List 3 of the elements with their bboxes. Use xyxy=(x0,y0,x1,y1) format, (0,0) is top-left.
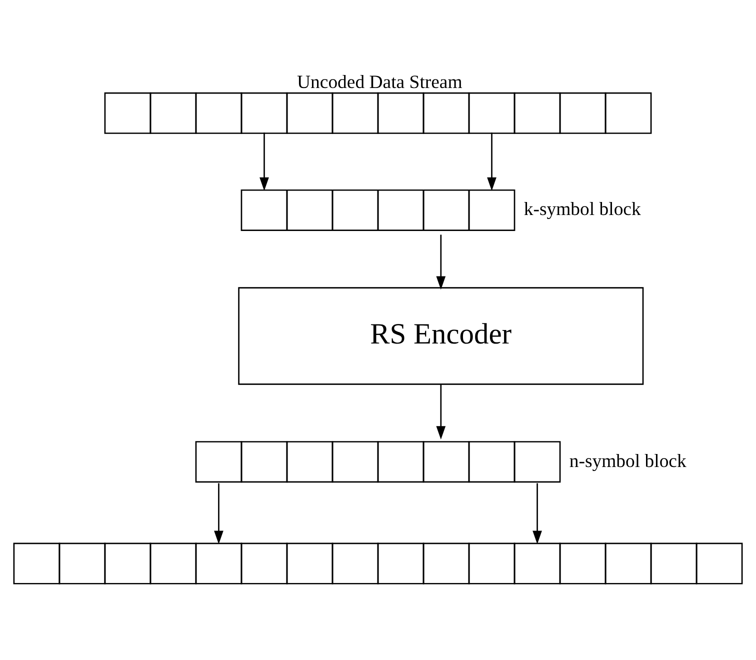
node-label: n-symbol block xyxy=(569,450,686,472)
node-label: k-symbol block xyxy=(524,199,641,220)
node-label: Uncoded Data Stream xyxy=(297,72,462,94)
